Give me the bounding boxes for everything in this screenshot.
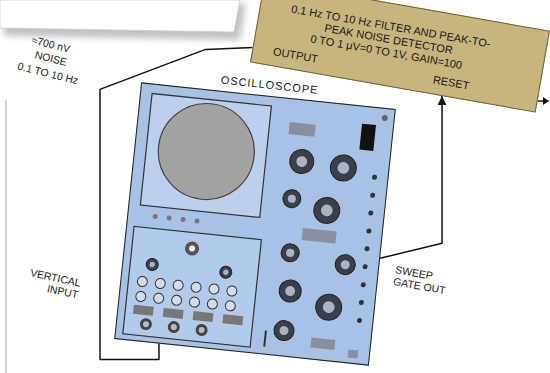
scope-knob: [289, 148, 315, 174]
screw: [381, 115, 388, 122]
scope-knob: [368, 210, 373, 215]
scope-knob: [361, 282, 366, 287]
switch: [359, 124, 376, 151]
scope-knob: [273, 320, 295, 342]
scope-knob: [357, 318, 362, 323]
oscilloscope-drawing: [114, 82, 396, 365]
scope-knob: [173, 280, 184, 291]
indicator: [310, 338, 335, 350]
scope-knob: [195, 323, 208, 336]
scope-knob: [296, 156, 308, 168]
port-name: OUTPUT: [272, 45, 319, 66]
scope-knob: [191, 282, 202, 293]
scope-knob: [223, 269, 229, 275]
oscilloscope-box: OSCILLOSCOPE: [114, 82, 396, 365]
scope-panel: [114, 82, 396, 365]
scope-knob: [226, 285, 237, 296]
crt-screen: [154, 99, 260, 205]
scope-knob: [208, 284, 219, 295]
scope-knob: [139, 318, 152, 331]
scope-knob: [322, 301, 335, 314]
indicator: [302, 228, 337, 243]
scope-knob: [320, 204, 333, 217]
vertical-panel: [123, 226, 262, 347]
scope-knob: [372, 174, 377, 179]
scope-knob: [337, 161, 350, 174]
indicator: [348, 349, 359, 358]
scope-knob: [282, 189, 302, 209]
scope-button: [193, 311, 214, 322]
scope-knob: [285, 286, 296, 297]
scope-knob: [313, 196, 342, 225]
scope-knob: [189, 297, 200, 308]
scope-knob: [286, 248, 295, 257]
scope-knob: [149, 262, 155, 268]
scope-knob: [334, 254, 356, 276]
output-wire: [537, 100, 543, 101]
scope-knob: [152, 214, 157, 219]
scope-knob: [364, 246, 369, 251]
scope-knob: [366, 228, 371, 233]
scope-knob: [278, 279, 302, 303]
knob: [184, 241, 199, 256]
arrow-head: [543, 97, 549, 105]
scope-button: [133, 305, 154, 316]
scope-knob: [207, 298, 218, 309]
frame-line: [5, 100, 6, 373]
crt-bezel: [140, 94, 271, 218]
signal-wire: [100, 47, 253, 359]
scope-knob: [314, 293, 343, 322]
scope-knob: [180, 217, 185, 222]
scope-knob: [167, 320, 180, 333]
scope-knob: [340, 260, 350, 270]
scope-knob: [370, 192, 375, 197]
scope-knob: [170, 324, 177, 331]
scope-knob: [146, 258, 159, 271]
scope-knob: [280, 243, 300, 263]
signal-wire: [380, 96, 442, 258]
noise-source-panel: [0, 0, 240, 32]
scope-knob: [198, 327, 205, 334]
scope-knob: [362, 264, 367, 269]
scope-knob: [279, 326, 289, 336]
port-label: VERTICAL INPUT: [14, 264, 82, 301]
scope-knob: [287, 194, 296, 203]
scope-knob: [359, 300, 364, 305]
port-label: SWEEP GATE OUT: [392, 263, 453, 297]
scope-knob: [219, 266, 232, 279]
lever: [264, 331, 266, 347]
scope-knob: [137, 276, 148, 287]
scope-knob: [166, 215, 171, 220]
port-name: RESET: [432, 73, 470, 92]
scope-knob: [225, 300, 236, 311]
detector-box: 0.1 Hz TO 10 Hz FILTER AND PEAK-TO-PEAK …: [250, 0, 550, 113]
scope-button: [163, 308, 184, 319]
scope-knob: [143, 321, 150, 328]
scope-knob: [153, 293, 164, 304]
scope-knob: [171, 295, 182, 306]
scope-knob: [135, 291, 146, 302]
indicator: [289, 122, 316, 137]
scope-knob: [155, 278, 166, 289]
scope-knob: [194, 218, 199, 223]
scope-knob: [329, 154, 358, 183]
knob: [189, 245, 196, 252]
scope-button: [222, 314, 243, 325]
